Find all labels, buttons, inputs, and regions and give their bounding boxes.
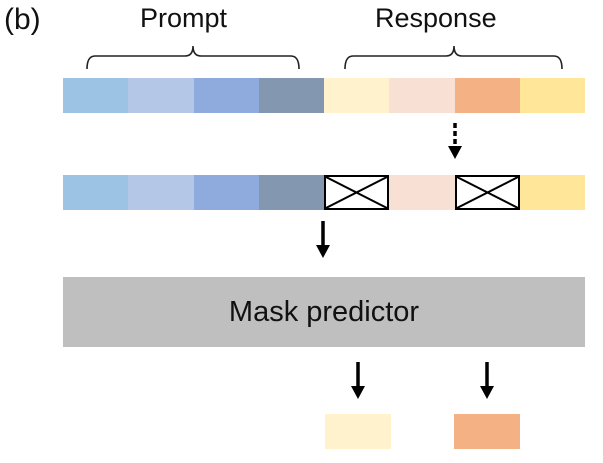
mask-cross-icon: [457, 177, 518, 208]
prompt-token: [259, 175, 324, 210]
response-label: Response: [375, 3, 497, 33]
mask-cross-icon: [326, 177, 387, 208]
prompt-token: [194, 78, 259, 113]
response-token: [389, 78, 455, 113]
response-brace: [344, 45, 563, 70]
panel-label: (b): [4, 3, 41, 36]
prompt-token: [63, 78, 128, 113]
input-to-predictor-arrow: [316, 221, 330, 258]
dashed-masking-arrow: [448, 123, 462, 159]
prompt-token: [128, 78, 194, 113]
mask-predictor-label: Mask predictor: [228, 295, 420, 328]
predicted-token: [325, 414, 391, 449]
response-token: [455, 78, 520, 113]
predictor-output-arrow-1: [351, 362, 365, 399]
response-token: [520, 78, 585, 113]
response-token: [520, 175, 585, 210]
group-braces: [86, 45, 563, 70]
masked-token: [324, 175, 389, 210]
predictor-output-arrow-2: [480, 362, 494, 399]
predicted-token: [454, 414, 520, 449]
masked-token: [455, 175, 520, 210]
prompt-token: [128, 175, 194, 210]
mask-predictor-block: Mask predictor: [63, 277, 585, 347]
prompt-brace: [86, 45, 300, 70]
prompt-token: [63, 175, 128, 210]
prompt-token: [259, 78, 324, 113]
prompt-label: Prompt: [140, 3, 228, 33]
prompt-token: [194, 175, 259, 210]
response-token: [324, 78, 389, 113]
response-token: [389, 175, 455, 210]
